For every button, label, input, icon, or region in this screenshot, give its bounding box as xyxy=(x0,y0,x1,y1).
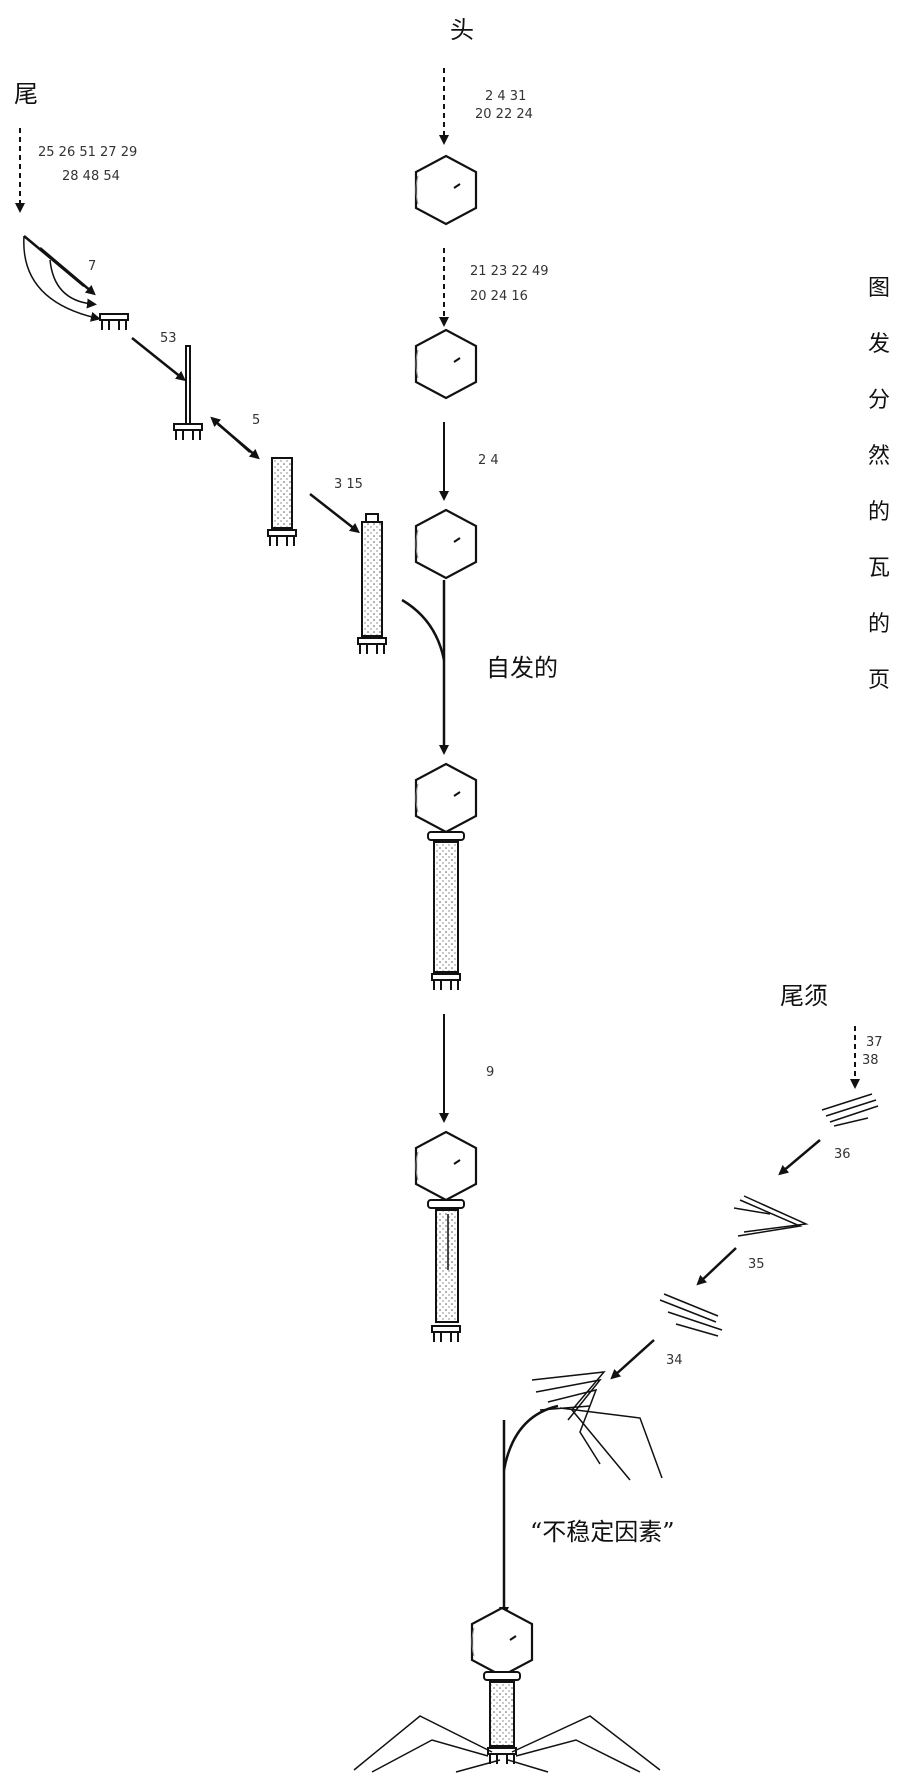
caption-char-7: 的 xyxy=(868,606,890,638)
caption-char-1: 图 xyxy=(868,270,890,302)
baseplate-sheath xyxy=(268,530,296,546)
caption-char-8: 页 xyxy=(868,662,890,694)
caption-char-2: 发 xyxy=(868,326,890,358)
fiber-input-genes-1: 37 xyxy=(866,1035,883,1050)
prohead-2 xyxy=(416,330,476,398)
curved-arrow-1 xyxy=(24,236,96,318)
fiber-step-genes-2: 35 xyxy=(748,1257,765,1272)
phage-collar-2 xyxy=(428,1200,464,1208)
tail-step-arrow-4 xyxy=(310,494,356,530)
tail-input-genes-1: 25 26 51 27 29 xyxy=(38,145,137,160)
tail-core xyxy=(186,346,190,424)
fiber-bundle-1 xyxy=(822,1094,878,1126)
phage-tail-2 xyxy=(436,1210,458,1322)
caption-char-5: 的 xyxy=(868,494,890,526)
baseplate xyxy=(100,314,128,330)
tail-fiber-label: 尾须 xyxy=(780,982,828,1010)
tail-step-arrow-1 xyxy=(40,248,92,292)
fiber-step-arrow-2 xyxy=(700,1248,736,1282)
fiber-bundle-3 xyxy=(660,1294,722,1336)
tail-step-genes-2: 53 xyxy=(160,331,177,346)
fiber-step-arrow-3 xyxy=(614,1340,654,1376)
head-step-genes-2: 20 24 16 xyxy=(470,289,528,304)
final-phage-tail xyxy=(490,1682,514,1746)
baseplate-core xyxy=(174,424,202,440)
phage-head-1 xyxy=(416,764,476,832)
tail-sheath-short xyxy=(272,458,292,528)
tail-label: 尾 xyxy=(14,80,38,108)
fiber-bundle-4 xyxy=(532,1372,662,1480)
tail-step-genes-3: 5 xyxy=(252,413,260,428)
fiber-bundle-2 xyxy=(734,1196,806,1236)
tail-step-arrow-3b xyxy=(214,420,250,452)
final-phage-collar xyxy=(484,1672,520,1680)
head-step-genes-3: 2 4 xyxy=(478,453,499,468)
caption-char-4: 然 xyxy=(868,438,890,470)
join-line-tail xyxy=(402,600,444,660)
head-step-genes-1: 21 23 22 49 xyxy=(470,264,549,279)
tail-input-genes-2: 28 48 54 xyxy=(62,169,120,184)
unstable-factor-label: “不稳定因素” xyxy=(530,1518,675,1546)
prohead-1 xyxy=(416,156,476,224)
caption-char-3: 分 xyxy=(868,382,890,414)
fiber-step-arrow-1 xyxy=(782,1140,820,1172)
tail-complete xyxy=(362,522,382,636)
tail-step-genes-1: 7 xyxy=(88,259,96,274)
join-step-genes: 9 xyxy=(486,1065,494,1080)
phage-head-2 xyxy=(416,1132,476,1200)
tail-step-genes-4: 3 15 xyxy=(334,477,363,492)
tail-collar xyxy=(366,514,378,522)
fiber-step-genes-1: 36 xyxy=(834,1147,851,1162)
phage-tail-1 xyxy=(434,842,458,972)
curved-arrow-2 xyxy=(50,260,92,304)
spontaneous-label: 自发的 xyxy=(486,654,558,682)
baseplate-complete xyxy=(358,638,386,654)
join-line-fibers xyxy=(504,1406,558,1470)
final-phage-head xyxy=(472,1608,532,1676)
caption-char-6: 瓦 xyxy=(868,550,890,582)
head-input-genes-1: 2 4 31 xyxy=(485,89,526,104)
phage-plate-1 xyxy=(432,974,460,990)
head-input-genes-2: 20 22 24 xyxy=(475,107,533,122)
fiber-step-genes-3: 34 xyxy=(666,1353,683,1368)
mature-head xyxy=(416,510,476,578)
phage-collar-1 xyxy=(428,832,464,840)
head-label: 头 xyxy=(450,16,474,44)
phage-plate-2 xyxy=(432,1326,460,1342)
caption-column: 图 发 分 然 的 瓦 的 页 xyxy=(868,270,905,730)
fiber-input-genes-2: 38 xyxy=(862,1053,879,1068)
